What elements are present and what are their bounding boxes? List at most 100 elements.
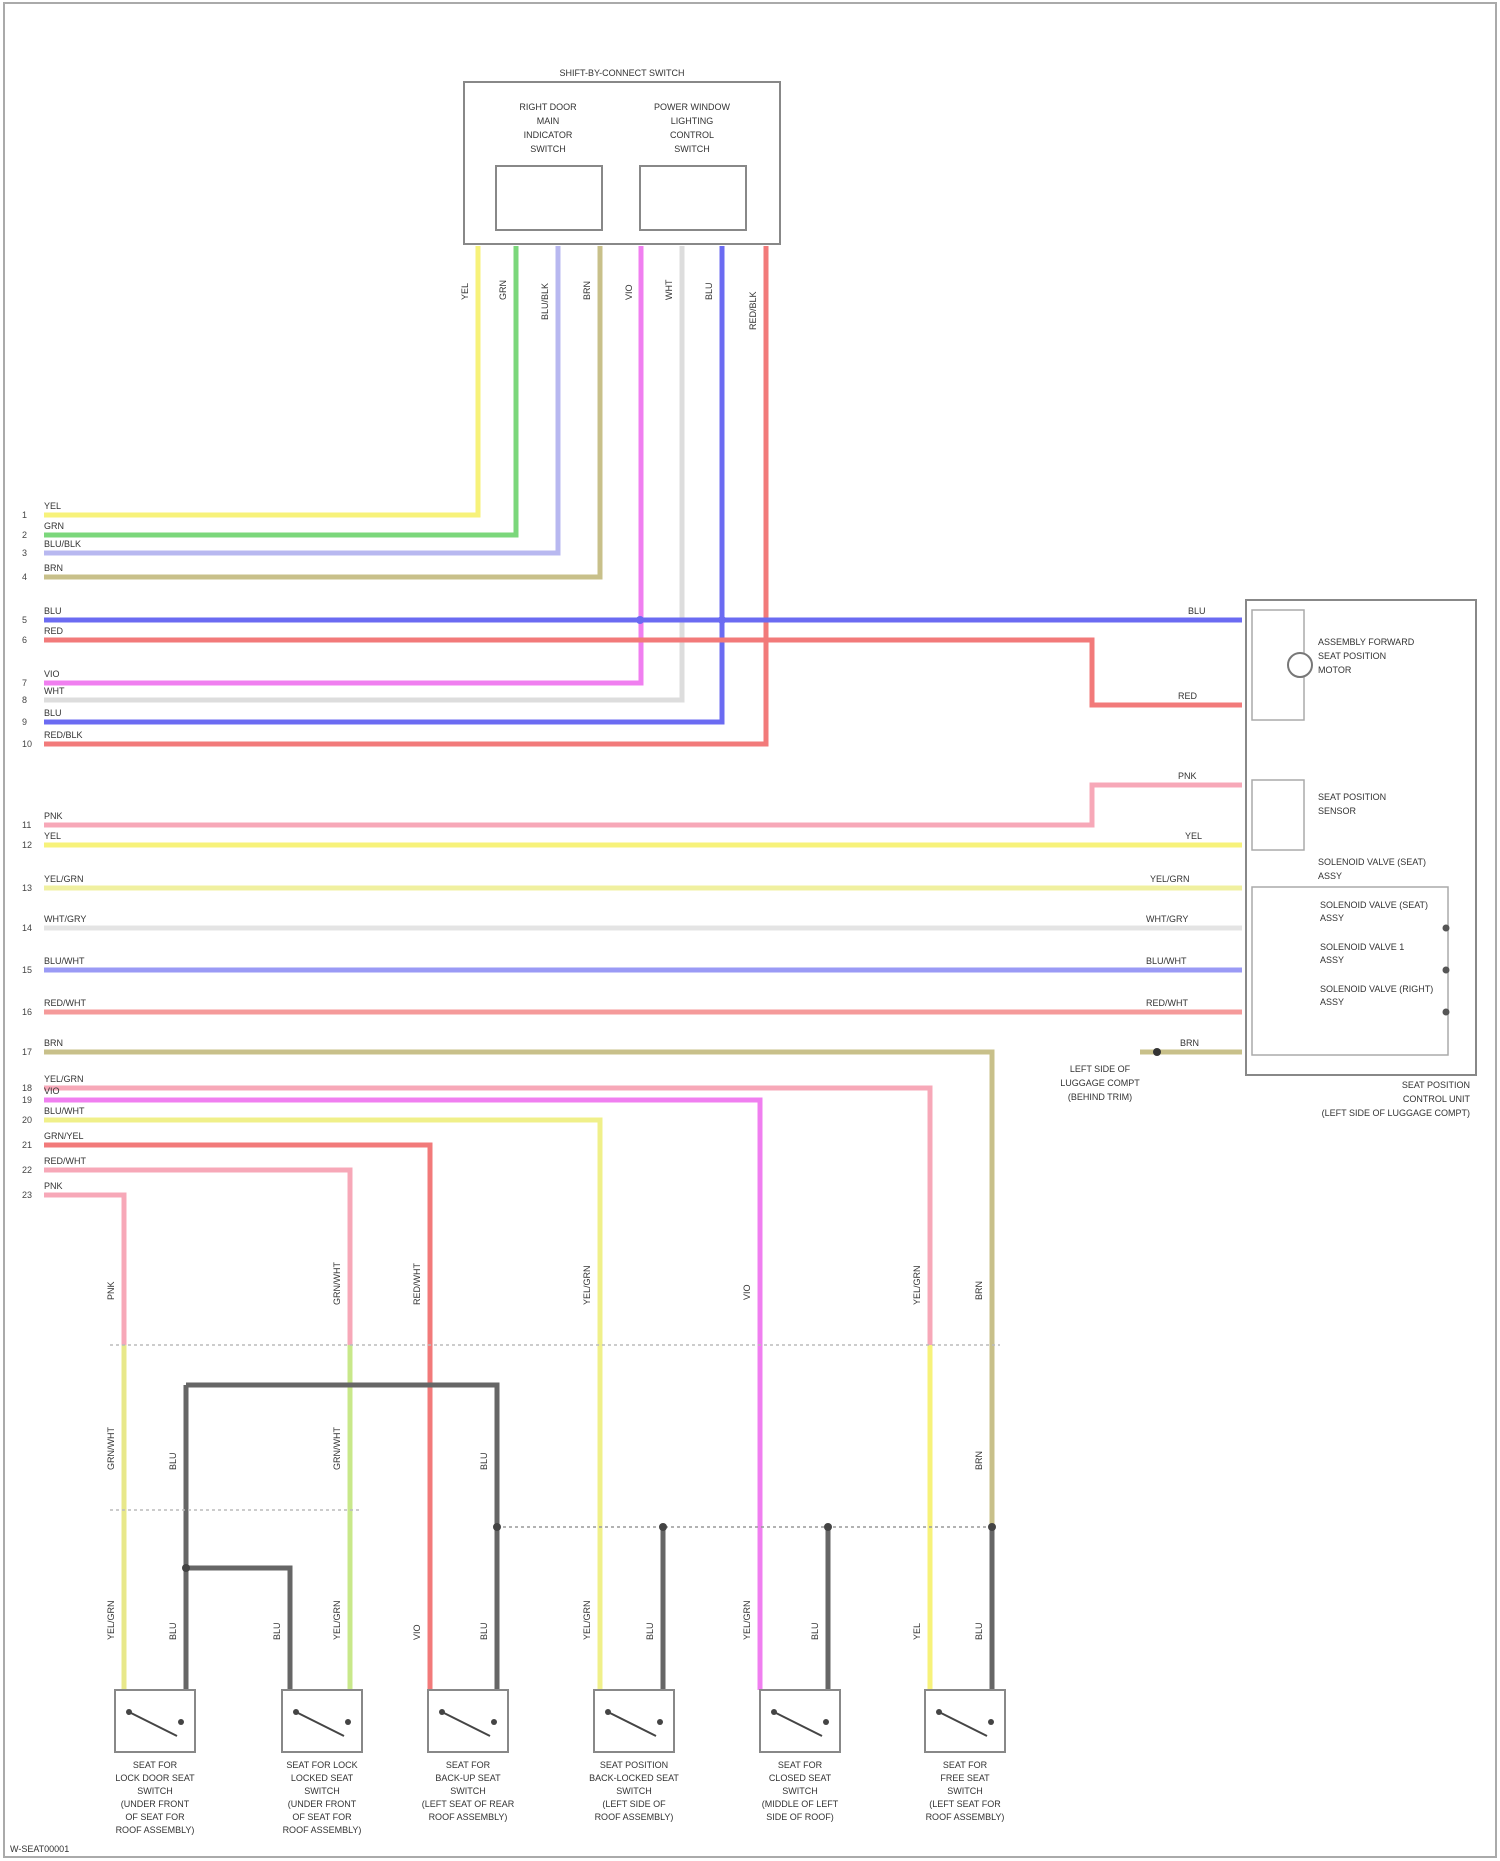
r-wire-label-1: RED — [1178, 691, 1198, 701]
vm-2: GRN/WHT — [332, 1427, 342, 1470]
left-wire-number: 14 — [22, 923, 32, 933]
left-wire-label: YEL — [44, 501, 61, 511]
r-wire-label-4: YEL/GRN — [1150, 874, 1190, 884]
left-wire-number: 19 — [22, 1095, 32, 1105]
left-wire-number: 15 — [22, 965, 32, 975]
left-wire-number: 8 — [22, 695, 27, 705]
switch-label: SWITCH — [137, 1786, 173, 1796]
wire-grn-2 — [44, 246, 516, 535]
vl-6: YEL/GRN — [582, 1600, 592, 1640]
seat-switches: SEAT FOR LOCK DOOR SEAT SWITCH (UNDER FRONT… — [115, 1690, 1005, 1835]
left-wire-number: 13 — [22, 883, 32, 893]
wire-redblk-10 — [44, 246, 766, 744]
t-wire-6: BLU — [704, 282, 714, 300]
vl-3: YEL/GRN — [332, 1600, 342, 1640]
wire-yel-1 — [44, 246, 478, 515]
left-wire-label: WHT/GRY — [44, 914, 86, 924]
vl-10: YEL — [912, 1623, 922, 1640]
switch-label: SWITCH — [616, 1786, 652, 1796]
switch-terminal-icon — [126, 1709, 132, 1715]
switch-label: (LEFT SEAT OF REAR — [422, 1799, 515, 1809]
left-wire-label: BLU — [44, 606, 62, 616]
top-right-label-3: SWITCH — [674, 144, 710, 154]
switch-terminal-icon — [605, 1709, 611, 1715]
vu-3: YEL/GRN — [582, 1265, 592, 1305]
left-wire-label: BLU/WHT — [44, 1106, 85, 1116]
switch-terminal-icon — [439, 1709, 445, 1715]
switch-terminal-icon — [823, 1719, 829, 1725]
wire-redwht-22 — [44, 1170, 350, 1690]
top-left-label-3: SWITCH — [530, 144, 566, 154]
right-wire-labels: BLU RED PNK YEL YEL/GRN WHT/GRY BLU/WHT … — [1146, 606, 1206, 1048]
switch-label: ROOF ASSEMBLY) — [429, 1812, 508, 1822]
switch-label: BACK-UP SEAT — [435, 1773, 501, 1783]
switch-label: ROOF ASSEMBLY) — [116, 1825, 195, 1835]
left-wire-number: 21 — [22, 1140, 32, 1150]
vu-6: BRN — [974, 1281, 984, 1300]
switch-terminal-icon — [988, 1719, 994, 1725]
switch-label: SEAT FOR — [446, 1760, 491, 1770]
left-wire-number: 6 — [22, 635, 27, 645]
vu-5: YEL/GRN — [912, 1265, 922, 1305]
top-right-label-1: LIGHTING — [671, 116, 714, 126]
vl-4: VIO — [412, 1624, 422, 1640]
switch-label: FREE SEAT — [940, 1773, 990, 1783]
vertical-labels-mid: GRN/WHT BLU GRN/WHT BLU BRN — [106, 1427, 984, 1470]
switch-label: LOCK DOOR SEAT — [115, 1773, 195, 1783]
wire-bluwht-20 — [44, 1120, 600, 1690]
left-wire-label: GRN — [44, 521, 64, 531]
sensor-label-0: SEAT POSITION — [1318, 792, 1386, 802]
switch-label: BACK-LOCKED SEAT — [589, 1773, 679, 1783]
wire-vio-19 — [44, 1100, 760, 1690]
top-component: SHIFT-BY-CONNECT SWITCH RIGHT DOOR MAIN … — [464, 68, 780, 244]
top-right-label-0: POWER WINDOW — [654, 102, 730, 112]
switch-label: (MIDDLE OF LEFT — [762, 1799, 839, 1809]
seat-switch: SEAT FORLOCK DOOR SEATSWITCH(UNDER FRONT… — [115, 1690, 195, 1835]
seat-switch: SEAT FORCLOSED SEATSWITCH(MIDDLE OF LEFT… — [760, 1690, 840, 1822]
vertical-labels-upper: PNK GRN/WHT RED/WHT YEL/GRN VIO YEL/GRN … — [106, 1262, 984, 1305]
switch-terminal-icon — [771, 1709, 777, 1715]
seat-switch: SEAT FORFREE SEATSWITCH(LEFT SEAT FORROO… — [925, 1690, 1005, 1822]
r-wire-label-0: BLU — [1188, 606, 1206, 616]
switch-label: SWITCH — [947, 1786, 983, 1796]
t-wire-2: BLU/BLK — [540, 283, 550, 320]
right-title-1: CONTROL UNIT — [1403, 1094, 1471, 1104]
switch-label: (UNDER FRONT — [121, 1799, 190, 1809]
branch-wires — [44, 1088, 930, 1690]
motor-label-2: MOTOR — [1318, 665, 1352, 675]
wire-grnyel-21 — [44, 1145, 430, 1690]
top-right-label-2: CONTROL — [670, 130, 714, 140]
vl-8: YEL/GRN — [742, 1600, 752, 1640]
sub-label-2-1: ASSY — [1320, 997, 1344, 1007]
vu-1: GRN/WHT — [332, 1262, 342, 1305]
valve-group-box — [1252, 887, 1448, 1055]
switch-terminal-icon — [936, 1709, 942, 1715]
vm-3: BLU — [479, 1452, 489, 1470]
sub-label-0-0: SOLENOID VALVE (SEAT) — [1320, 900, 1428, 910]
ground-label-0: LEFT SIDE OF — [1070, 1064, 1131, 1074]
sensor-label-1: SENSOR — [1318, 806, 1357, 816]
wire-blu-9 — [44, 246, 722, 722]
left-wire-label: PNK — [44, 811, 63, 821]
motor-label-0: ASSEMBLY FORWARD — [1318, 637, 1415, 647]
left-wire-label: BLU/BLK — [44, 539, 81, 549]
top-left-label-2: INDICATOR — [524, 130, 573, 140]
r-wire-label-8: BRN — [1180, 1038, 1199, 1048]
switch-terminal-icon — [178, 1719, 184, 1725]
switch-label: OF SEAT FOR — [125, 1812, 185, 1822]
t-wire-1: GRN — [498, 280, 508, 300]
vl-9: BLU — [810, 1622, 820, 1640]
r-wire-label-7: RED/WHT — [1146, 998, 1188, 1008]
vl-2: BLU — [272, 1622, 282, 1640]
vm-1: BLU — [168, 1452, 178, 1470]
vl-11: BLU — [974, 1622, 984, 1640]
t-wire-5: WHT — [664, 279, 674, 300]
wire-blublk-3 — [44, 246, 558, 553]
top-component-title: SHIFT-BY-CONNECT SWITCH — [559, 68, 684, 78]
left-wire-number: 9 — [22, 717, 27, 727]
left-wire-label: RED — [44, 626, 64, 636]
left-wire-number: 2 — [22, 530, 27, 540]
left-wire-number: 4 — [22, 572, 27, 582]
switch-label: (LEFT SIDE OF — [602, 1799, 666, 1809]
